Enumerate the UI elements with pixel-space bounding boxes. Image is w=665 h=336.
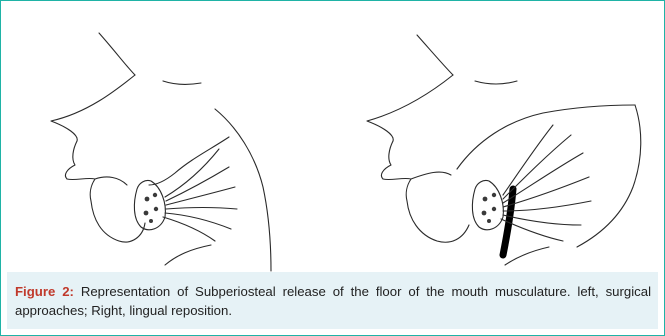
right-bone-hole-4 [492, 207, 496, 211]
right-tongue-outline [457, 105, 635, 169]
panel-right-lingual-reposition [337, 9, 657, 273]
right-upper-lip [381, 141, 393, 179]
right-nose-profile [367, 75, 453, 141]
left-neck-line [165, 245, 211, 265]
left-bone-hole-1 [145, 197, 150, 202]
right-bone-hole-3 [482, 211, 487, 216]
left-upper-lip [65, 141, 77, 179]
left-muscle-fiber-1 [165, 149, 219, 197]
right-muscle-fiber-6 [503, 215, 581, 225]
right-muscle-fiber-1 [503, 125, 553, 195]
caption-text: Representation of Subperiosteal release … [15, 284, 651, 318]
left-floor-outline [149, 137, 229, 185]
left-brow-line [99, 33, 135, 75]
right-panel-drawing [337, 9, 657, 273]
right-eye-line [475, 81, 517, 84]
right-muscle-fiber-2 [503, 135, 571, 199]
figure-caption: Figure 2: Representation of Subperiostea… [15, 282, 651, 320]
left-bone-hole-5 [149, 219, 153, 223]
right-brow-line [417, 35, 453, 75]
right-bone-hole-5 [487, 219, 491, 223]
left-inner-mouth [95, 177, 127, 185]
left-bone-hole-4 [154, 207, 158, 211]
right-inner-mouth [411, 172, 451, 179]
left-muscle-fiber-4 [166, 208, 237, 210]
right-neck-line [505, 247, 549, 265]
left-bone-hole-2 [153, 193, 157, 197]
right-jaw-line [577, 105, 641, 247]
left-lower-lip-chin [67, 178, 145, 242]
panel-left-surgical-approaches [15, 9, 305, 273]
right-lower-lip-chin [383, 178, 469, 242]
left-panel-drawing [15, 9, 305, 273]
caption-label: Figure 2: [15, 284, 74, 299]
left-nose-profile [51, 75, 135, 141]
caption-box: Figure 2: Representation of Subperiostea… [7, 272, 658, 329]
left-bone-hole-3 [144, 211, 149, 216]
right-bone-hole-1 [483, 197, 488, 202]
left-eye-line [163, 81, 201, 84]
right-bone-hole-2 [492, 193, 496, 197]
